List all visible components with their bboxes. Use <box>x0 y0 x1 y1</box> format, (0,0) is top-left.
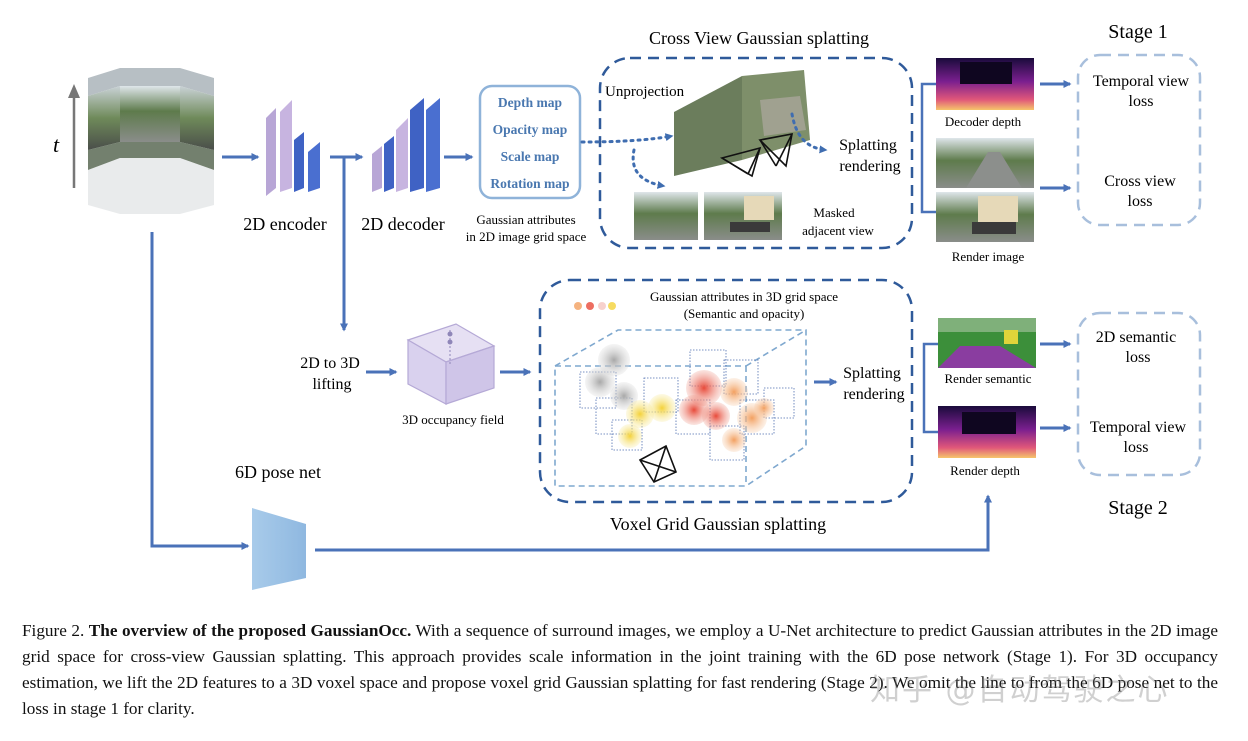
lifting-label-1: 2D to 3D <box>300 355 360 372</box>
caption-body: With a sequence of surround images, we e… <box>22 621 1219 718</box>
gaussian-2d-label-2: in 2D image grid space <box>466 229 587 244</box>
render-depth-label: Render depth <box>950 463 1020 478</box>
unprojection-label: Unprojection <box>605 84 685 100</box>
cross-view-title: Cross View Gaussian splatting <box>649 28 869 48</box>
stage2-label: Stage 2 <box>1108 497 1167 519</box>
temporal-loss-2a: Temporal view <box>1090 419 1187 436</box>
occupancy-label: 3D occupancy field <box>402 412 504 427</box>
stage1-label: Stage 1 <box>1108 21 1167 43</box>
figure-caption: Figure 2. The overview of the proposed G… <box>22 618 1218 722</box>
gaussian-3d-label-1: Gaussian attributes in 3D grid space <box>650 289 838 304</box>
unprojected-image-1 <box>674 76 742 176</box>
gaussian-3d-label-2: (Semantic and opacity) <box>684 306 805 321</box>
cross-view-box <box>598 56 914 250</box>
map-opacity: Opacity map <box>493 122 568 137</box>
decoder-blocks <box>372 98 440 192</box>
encoder-label: 2D encoder <box>243 214 326 234</box>
render-image-label: Render image <box>952 249 1025 264</box>
splatting-rendering-2b: rendering <box>843 386 904 403</box>
decoder-depth-label: Decoder depth <box>945 114 1022 129</box>
occupancy-cube <box>406 323 496 405</box>
masked-view-label-2: adjacent view <box>802 223 874 238</box>
temporal-loss-1b: loss <box>1129 93 1154 110</box>
decoder-label: 2D decoder <box>361 214 444 234</box>
encoder-blocks <box>266 100 320 196</box>
temporal-loss-1a: Temporal view <box>1093 73 1190 90</box>
pose-net-label: 6D pose net <box>235 462 321 482</box>
camera-icon <box>719 132 794 178</box>
watermark: 知乎 @自动驾驶之心 <box>870 673 1170 708</box>
time-axis-label: t <box>53 132 60 157</box>
cross-loss-a: Cross view <box>1104 173 1176 190</box>
surround-images <box>88 68 214 214</box>
semantic-loss-b: loss <box>1126 349 1151 366</box>
stage2-loss-box <box>1076 311 1202 477</box>
lifting-label-2: lifting <box>312 376 351 393</box>
masked-view-label-1: Masked <box>813 205 855 220</box>
caption-title: The overview of the proposed GaussianOcc… <box>88 621 412 640</box>
overview-diagram: t 2D encoder 2D decoder Depth map Opacit… <box>53 21 1202 590</box>
stage1-loss-box <box>1076 53 1202 227</box>
map-depth: Depth map <box>498 95 562 110</box>
render-semantic-label: Render semantic <box>945 371 1032 386</box>
splatting-rendering-1b: rendering <box>839 158 900 175</box>
pose-net-block <box>252 508 306 590</box>
map-scale: Scale map <box>501 149 560 164</box>
splatting-rendering-1a: Splatting <box>839 137 897 154</box>
voxel-grid-box <box>538 278 914 504</box>
camera-icon-voxel <box>638 444 678 484</box>
legend-dots <box>574 302 616 310</box>
splatting-rendering-2a: Splatting <box>843 365 901 382</box>
semantic-loss-a: 2D semantic <box>1096 329 1176 346</box>
gaussian-blobs <box>585 344 774 452</box>
attribute-maps-box <box>478 84 582 200</box>
map-rotation: Rotation map <box>490 176 569 191</box>
voxel-grid-title: Voxel Grid Gaussian splatting <box>610 514 826 534</box>
caption-label: Figure 2. <box>22 621 85 640</box>
cross-loss-b: loss <box>1128 193 1153 210</box>
gaussian-2d-label-1: Gaussian attributes <box>476 212 575 227</box>
temporal-loss-2b: loss <box>1124 439 1149 456</box>
